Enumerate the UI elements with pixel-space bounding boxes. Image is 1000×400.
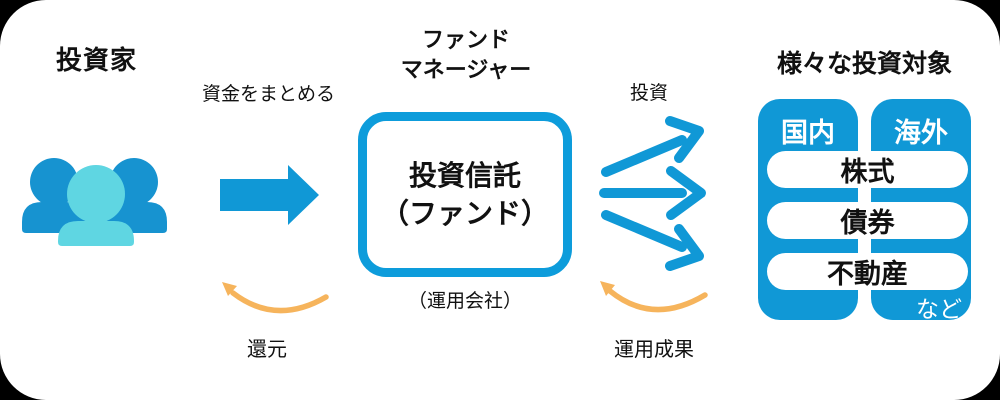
target-pill-bonds-label: 債券 xyxy=(840,208,895,238)
investment-results-label: 運用成果 xyxy=(614,339,694,361)
target-pill-stocks-label: 株式 xyxy=(840,157,895,187)
fund-manager-title: ファンド マネージャー xyxy=(376,25,556,85)
management-company-note: （運用会社） xyxy=(407,291,522,312)
people-icon xyxy=(22,158,167,246)
domestic-column-label: 国内 xyxy=(781,118,835,148)
target-pill-real-estate: 不動産 xyxy=(767,253,968,290)
fund-manager-title-line2: マネージャー xyxy=(400,57,532,82)
etc-note: など xyxy=(916,296,962,322)
fund-box-line2: （ファンド） xyxy=(380,197,549,229)
target-pill-bonds: 債券 xyxy=(767,202,968,239)
target-pill-real-estate-label: 不動産 xyxy=(827,259,908,289)
refund-label: 還元 xyxy=(247,339,287,361)
overseas-column-label: 海外 xyxy=(894,118,948,148)
refund-curved-arrow-icon xyxy=(222,282,329,314)
fund-manager-title-line1: ファンド xyxy=(421,27,510,52)
fund-box-line1: 投資信託 xyxy=(408,159,521,191)
invest-fan-arrows-icon xyxy=(599,116,706,271)
results-curved-arrow-icon xyxy=(600,281,708,313)
invest-label: 投資 xyxy=(630,83,669,104)
pool-funds-label: 資金をまとめる xyxy=(202,84,336,105)
targets-title: 様々な投資対象 xyxy=(776,50,952,78)
target-pill-stocks: 株式 xyxy=(767,151,968,188)
pool-funds-arrow-icon xyxy=(220,165,319,225)
fund-box: 投資信託 （ファンド） xyxy=(358,112,572,277)
investor-title: 投資家 xyxy=(56,45,138,75)
